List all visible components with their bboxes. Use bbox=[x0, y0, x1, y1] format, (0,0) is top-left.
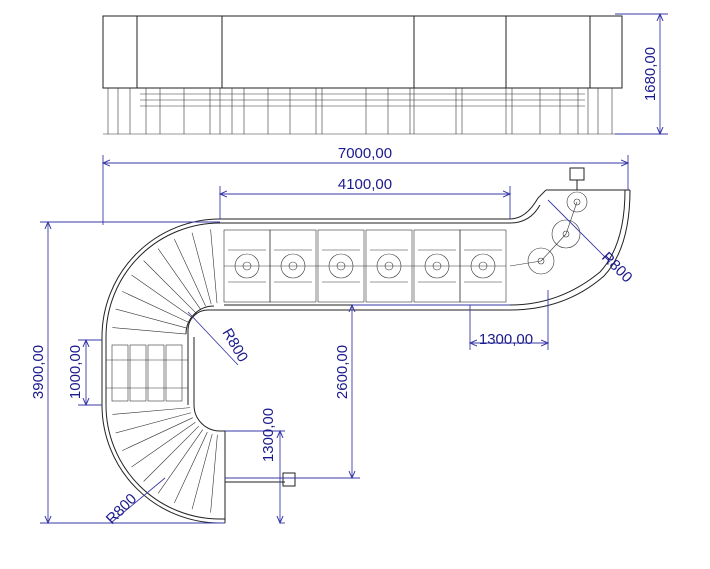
curve-slat bbox=[131, 274, 193, 318]
mid-module-slat bbox=[147, 344, 165, 402]
curve-slat bbox=[191, 433, 213, 510]
turn-chain bbox=[540, 233, 567, 262]
curve-slat bbox=[157, 248, 201, 310]
mid-module-slat bbox=[165, 344, 183, 402]
radius-inner-upper: R800 bbox=[219, 326, 252, 366]
curve-slat bbox=[131, 421, 196, 468]
gear-hub bbox=[537, 257, 545, 265]
dim-overall-height: 3900,00 bbox=[30, 345, 47, 399]
curve-slat bbox=[121, 417, 193, 451]
plan-view bbox=[101, 167, 631, 524]
turn-chain bbox=[565, 201, 578, 235]
dim-overall-width: 7000,00 bbox=[338, 145, 392, 162]
dim-lower-offset: 1300,00 bbox=[260, 408, 277, 462]
curve-slat bbox=[143, 426, 199, 482]
dim-inner-height: 2600,00 bbox=[334, 345, 351, 399]
dim-module-height: 1000,00 bbox=[67, 345, 84, 399]
dim-right-offset: 1300,00 bbox=[479, 331, 533, 348]
gear-hub bbox=[573, 198, 581, 206]
turn-gear bbox=[527, 247, 555, 275]
curve-slat bbox=[115, 412, 192, 434]
curve-slat bbox=[112, 327, 187, 335]
gear-hub bbox=[562, 230, 570, 238]
curve-slat bbox=[210, 434, 218, 513]
dim-straight-length: 4100,00 bbox=[338, 176, 392, 193]
turn-gear bbox=[566, 191, 588, 213]
curve-slat bbox=[174, 432, 208, 504]
side-elevation-view bbox=[102, 15, 623, 135]
turn-chain bbox=[509, 260, 542, 267]
curve-slat bbox=[112, 407, 191, 415]
dimensions: 1680,00 7000,00 4100,00 3900,00 1000,00 … bbox=[30, 14, 668, 528]
curve-slat bbox=[191, 232, 212, 305]
mid-module-slat bbox=[129, 344, 147, 402]
radius-outer-lower: R800 bbox=[103, 490, 140, 527]
curve-slat bbox=[174, 238, 206, 307]
curve-slat bbox=[143, 260, 197, 314]
curve-slat bbox=[115, 308, 188, 329]
mid-module-slat bbox=[111, 344, 129, 402]
turn-gear bbox=[551, 219, 581, 249]
dim-height-top: 1680,00 bbox=[642, 47, 659, 101]
curve-slat bbox=[210, 229, 218, 304]
curve-slat bbox=[157, 429, 204, 494]
curve-slat bbox=[121, 291, 190, 323]
